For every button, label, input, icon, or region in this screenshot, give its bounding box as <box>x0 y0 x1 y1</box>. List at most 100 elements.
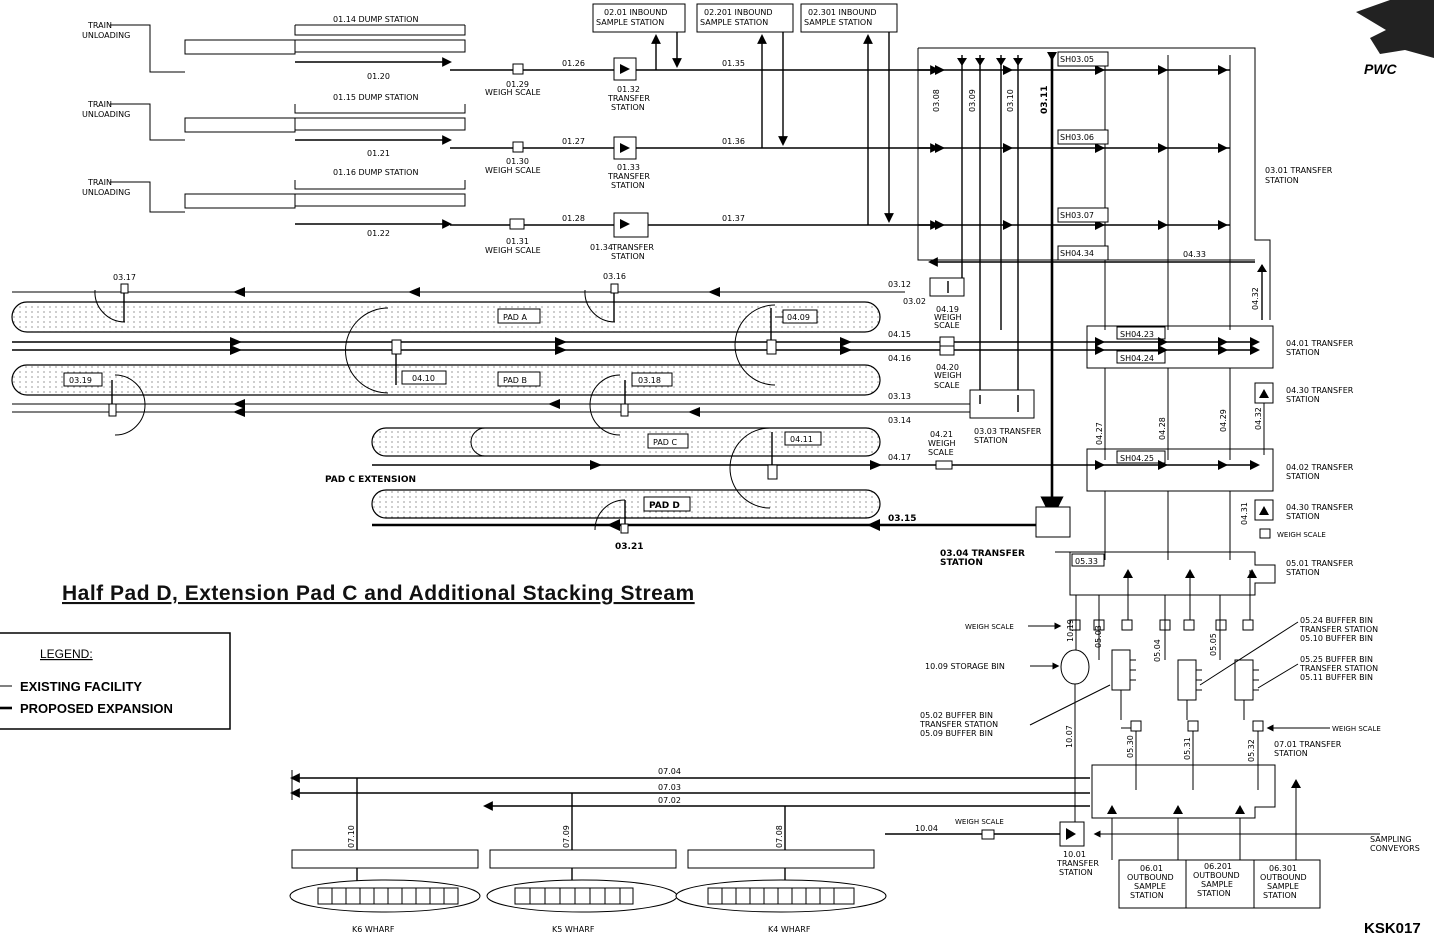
svg-text:03.17: 03.17 <box>113 273 136 282</box>
svg-text:PAD C: PAD C <box>653 438 677 447</box>
stacker-04-09: 04.09 <box>734 304 818 386</box>
svg-text:TRANSFER: TRANSFER <box>611 243 654 252</box>
svg-text:WEIGH SCALE: WEIGH SCALE <box>485 88 541 97</box>
shuttle-SH03-07 <box>1057 207 1109 223</box>
transfer-station-03-03: 03.03 TRANSFER STATION <box>969 389 1042 445</box>
svg-text:07.04: 07.04 <box>658 767 681 776</box>
pad-c <box>371 427 881 457</box>
buffer-bin-area: 05.33 05.01 TRANSFER STATION WEIGH SCALE… <box>919 551 1381 819</box>
svg-text:SH04.23: SH04.23 <box>1120 330 1154 339</box>
svg-text:04.10: 04.10 <box>412 374 435 383</box>
svg-text:SAMPLE: SAMPLE <box>1201 880 1233 889</box>
svg-text:04.09: 04.09 <box>787 313 810 322</box>
shuttle-SH03-06 <box>1057 129 1109 145</box>
svg-text:WEIGH SCALE: WEIGH SCALE <box>485 246 541 255</box>
svg-text:SCALE: SCALE <box>934 321 960 330</box>
shiploader-k4 <box>687 849 875 869</box>
svg-text:03.16: 03.16 <box>603 272 626 281</box>
svg-text:WEIGH SCALE: WEIGH SCALE <box>965 623 1014 631</box>
svg-text:04.17: 04.17 <box>888 453 911 462</box>
svg-text:05.31: 05.31 <box>1183 737 1192 760</box>
dump-hopper <box>294 193 466 207</box>
weigh-scale <box>512 63 524 75</box>
legend-existing: EXISTING FACILITY <box>20 679 142 694</box>
svg-text:03.14: 03.14 <box>888 416 911 425</box>
svg-text:01.30: 01.30 <box>506 157 529 166</box>
svg-text:03.01 TRANSFER: 03.01 TRANSFER <box>1265 166 1333 175</box>
svg-text:05.01 TRANSFER: 05.01 TRANSFER <box>1286 559 1354 568</box>
dump-hopper <box>294 39 466 53</box>
svg-text:05.09 BUFFER BIN: 05.09 BUFFER BIN <box>920 729 993 738</box>
svg-text:04.02 TRANSFER: 04.02 TRANSFER <box>1286 463 1354 472</box>
svg-text:TRAIN: TRAIN <box>87 100 112 109</box>
svg-text:TRAIN: TRAIN <box>87 178 112 187</box>
svg-text:01.21: 01.21 <box>367 149 390 158</box>
svg-text:04.32: 04.32 <box>1254 407 1263 430</box>
svg-text:02.01 INBOUND: 02.01 INBOUND <box>604 8 667 17</box>
svg-text:STATION: STATION <box>611 103 645 112</box>
svg-text:05.25 BUFFER BIN: 05.25 BUFFER BIN <box>1300 655 1373 664</box>
shiploader-k6 <box>291 849 479 869</box>
train-car <box>184 117 296 133</box>
inbound-sample-02-201: 02.201 INBOUND SAMPLE STATION <box>696 3 794 148</box>
buffer-bin-05-25-label: 05.25 BUFFER BIN TRANSFER STATION 05.11 … <box>1257 655 1378 689</box>
svg-text:07.03: 07.03 <box>658 783 681 792</box>
svg-text:SAMPLING: SAMPLING <box>1370 835 1411 844</box>
shuttle-SH03-05 <box>1057 51 1109 67</box>
svg-text:05.24 BUFFER BIN: 05.24 BUFFER BIN <box>1300 616 1373 625</box>
train-label-1: TRAIN UNLOADING <box>82 21 185 73</box>
svg-text:OUTBOUND: OUTBOUND <box>1260 873 1307 882</box>
outbound-06-01: 06.01 OUTBOUND SAMPLE STATION <box>1127 864 1174 900</box>
svg-text:03.19: 03.19 <box>69 376 92 385</box>
stacking-pads: 03.12 03.02 04.15 04.16 03.13 03.14 04.1… <box>11 272 1250 568</box>
drawing-number: KSK017 <box>1364 920 1421 937</box>
svg-text:07.08: 07.08 <box>775 825 784 848</box>
shuttle-SH04-34 <box>1057 245 1109 261</box>
svg-text:05.10 BUFFER BIN: 05.10 BUFFER BIN <box>1300 634 1373 643</box>
svg-text:10.01: 10.01 <box>1063 850 1086 859</box>
svg-text:SAMPLE: SAMPLE <box>1134 882 1166 891</box>
company-logo: PWC <box>1356 0 1434 77</box>
svg-text:STATION: STATION <box>1274 749 1308 758</box>
train-unloading-section: TRAIN UNLOADING TRAIN UNLOADING TRAIN UN… <box>82 15 940 261</box>
svg-text:SH04.25: SH04.25 <box>1120 454 1154 463</box>
svg-text:STATION: STATION <box>1286 348 1320 357</box>
inbound-sample-stations: 02.01 INBOUND SAMPLE STATION 02.201 INBO… <box>592 3 898 225</box>
svg-text:01.26: 01.26 <box>562 59 585 68</box>
svg-text:05.02 BUFFER BIN: 05.02 BUFFER BIN <box>920 711 993 720</box>
unloading-line-1: 01.14 DUMP STATION 01.20 01.29 WEIGH SCA… <box>184 15 940 112</box>
svg-text:06.01: 06.01 <box>1140 864 1163 873</box>
stacker-03-17: 03.17 <box>94 273 136 323</box>
svg-text:OUTBOUND: OUTBOUND <box>1127 873 1174 882</box>
svg-text:05.11 BUFFER BIN: 05.11 BUFFER BIN <box>1300 673 1373 682</box>
svg-text:01.31: 01.31 <box>506 237 529 246</box>
svg-text:03.13: 03.13 <box>888 392 911 401</box>
svg-text:04.20: 04.20 <box>936 363 959 372</box>
buffer-bin-05-25 <box>1234 659 1254 701</box>
svg-text:SH03.05: SH03.05 <box>1060 55 1094 64</box>
svg-text:05.05: 05.05 <box>1209 633 1218 656</box>
outbound-06-201: 06.201 OUTBOUND SAMPLE STATION <box>1193 862 1240 898</box>
svg-text:STATION: STATION <box>1286 472 1320 481</box>
svg-text:STATION: STATION <box>611 181 645 190</box>
svg-text:WEIGH SCALE: WEIGH SCALE <box>955 818 1004 826</box>
svg-text:05.32: 05.32 <box>1247 739 1256 762</box>
legend-heading: LEGEND: <box>40 647 93 661</box>
svg-text:UNLOADING: UNLOADING <box>82 31 130 40</box>
svg-text:STATION: STATION <box>1263 891 1297 900</box>
svg-text:WEIGH SCALE: WEIGH SCALE <box>1277 531 1326 539</box>
svg-text:01.22: 01.22 <box>367 229 390 238</box>
svg-text:SH04.24: SH04.24 <box>1120 354 1154 363</box>
svg-text:PAD B: PAD B <box>503 376 527 385</box>
svg-text:03.08: 03.08 <box>932 89 941 112</box>
svg-text:05.30: 05.30 <box>1126 735 1135 758</box>
shiploader-k5 <box>489 849 677 869</box>
svg-text:STATION: STATION <box>1286 395 1320 404</box>
svg-text:WEIGH: WEIGH <box>934 313 962 322</box>
weigh-scale-04-20: 04.20 WEIGH SCALE <box>934 345 962 390</box>
svg-text:SCALE: SCALE <box>928 448 954 457</box>
transfer-area-04: SH04.23 SH04.24 04.01 TRANSFER STATION 0… <box>1086 325 1354 560</box>
svg-text:06.301: 06.301 <box>1269 864 1297 873</box>
svg-text:STATION: STATION <box>1130 891 1164 900</box>
svg-text:03.12: 03.12 <box>888 280 911 289</box>
